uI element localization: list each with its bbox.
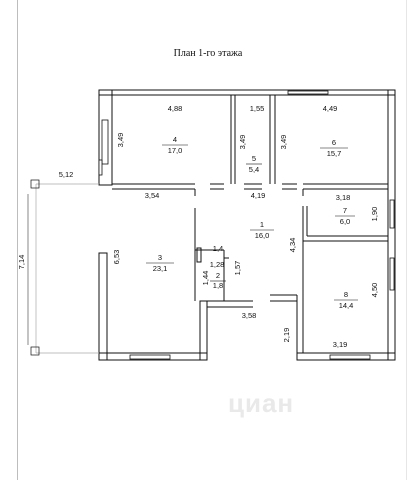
room-8-number: 8 [344, 290, 348, 299]
room-1-number: 1 [260, 220, 264, 229]
inner-walls [112, 95, 388, 301]
page-margin-line-right [406, 0, 407, 480]
plan-title: План 1-го этажа [173, 48, 243, 59]
dim-room4-width: 4,88 [168, 104, 183, 113]
room-4-number: 4 [173, 135, 177, 144]
dim-room6-depth: 3,49 [279, 135, 288, 150]
windows [98, 90, 395, 360]
room-2-number: 2 [216, 271, 220, 280]
dim-hall-depth: 4,34 [288, 238, 297, 253]
room-5-area: 5,4 [249, 165, 259, 174]
dim-room6-width: 4,49 [323, 104, 338, 113]
dim-porch-width: 3,58 [242, 311, 257, 320]
dim-room5-width: 1,55 [250, 104, 265, 113]
room-2-area: 1,8 [213, 281, 223, 290]
dim-room2-left: 1,44 [201, 271, 210, 286]
room-3-number: 3 [158, 253, 162, 262]
room-8-area: 14,4 [339, 301, 354, 310]
room-3-area: 23,1 [153, 264, 168, 273]
outer-walls [98, 89, 396, 361]
room-6-area: 15,7 [327, 149, 342, 158]
dim-room7-depth: 1,90 [370, 207, 379, 222]
dim-hall-width: 4,19 [251, 191, 266, 200]
dim-room8-depth: 4,50 [370, 283, 379, 298]
dim-annex-width: 5,12 [59, 170, 74, 179]
dimension-labels: 4,88 1,55 4,49 3,49 3,49 3,49 5,12 3,54 … [17, 104, 379, 349]
dim-room8-width: 3,19 [333, 340, 348, 349]
dim-room2-width: 1,28 [210, 260, 225, 269]
room-6-number: 6 [332, 138, 336, 147]
cian-watermark: циан [228, 388, 295, 418]
dim-room8-left: 2,19 [282, 328, 291, 343]
room-labels: 4 17,0 5 5,4 6 15,7 7 6,0 1 16,0 3 23,1 … [146, 135, 358, 310]
room-7-number: 7 [343, 206, 347, 215]
room-7-area: 6,0 [340, 217, 350, 226]
dim-room7-width: 3,18 [336, 193, 351, 202]
dim-room5-depth: 3,49 [238, 135, 247, 150]
dim-room4-depth: 3,49 [116, 133, 125, 148]
room-1-area: 16,0 [255, 231, 270, 240]
annex-outline [27, 179, 99, 356]
room-4-area: 17,0 [168, 146, 183, 155]
dim-room3-width: 3,54 [145, 191, 160, 200]
dim-room3-depth: 6,53 [112, 250, 121, 265]
page-margin-line [17, 0, 18, 480]
dim-room2-depth: 1,57 [233, 261, 242, 276]
dim-room2-top: 1,4 [213, 244, 223, 253]
dim-annex-depth: 7,14 [17, 255, 26, 270]
room-5-number: 5 [252, 154, 256, 163]
